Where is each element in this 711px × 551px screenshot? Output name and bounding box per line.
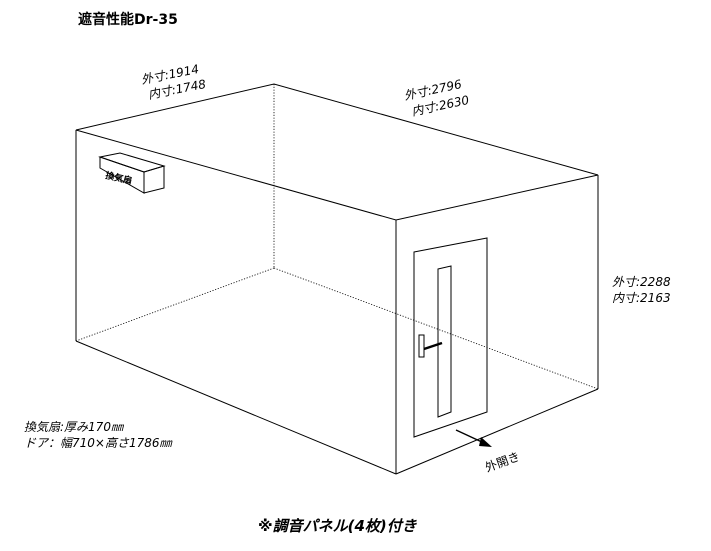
dimension-width: 外寸:2796 内寸:2630 xyxy=(403,77,471,119)
ventilation-fan: 換気扇 xyxy=(98,152,166,194)
height-outer-label: 外寸:2288 xyxy=(612,275,671,289)
note-door-size: ドア：幅710×高さ1786㎜ xyxy=(24,436,173,450)
dimension-depth: 外寸:1914 内寸:1748 xyxy=(140,62,208,102)
door-handle-plate xyxy=(418,334,425,358)
door-arrow-head xyxy=(479,437,492,447)
dimension-height: 外寸:2288 内寸:2163 xyxy=(612,275,671,305)
fan-side-face xyxy=(143,165,165,194)
height-inner-label: 内寸:2163 xyxy=(612,291,671,305)
footer-note: ※調音パネル(4枚)付き xyxy=(258,517,418,535)
spec-notes: 換気扇:厚み170㎜ ドア：幅710×高さ1786㎜ xyxy=(24,420,173,450)
door xyxy=(413,237,488,438)
box-edge-bottom-front xyxy=(75,340,397,475)
hidden-edge-floor-left xyxy=(75,267,275,342)
booth-box xyxy=(75,83,599,475)
fan-label: 換気扇 xyxy=(104,169,133,187)
door-window xyxy=(437,265,452,418)
diagram-title: 遮音性能Dr-35 xyxy=(78,11,178,28)
door-open-arrow: 外開き xyxy=(455,429,522,475)
box-edge-bottom-side xyxy=(395,388,599,475)
door-handle-lever xyxy=(423,341,443,351)
door-arrow-shaft xyxy=(455,429,485,444)
hidden-edge-floor-right xyxy=(273,267,599,390)
note-fan-thickness: 換気扇:厚み170㎜ xyxy=(24,420,125,434)
door-frame xyxy=(413,237,488,438)
door-open-label: 外開き xyxy=(483,449,522,474)
hidden-edges xyxy=(75,84,599,390)
box-top-face xyxy=(75,83,599,221)
